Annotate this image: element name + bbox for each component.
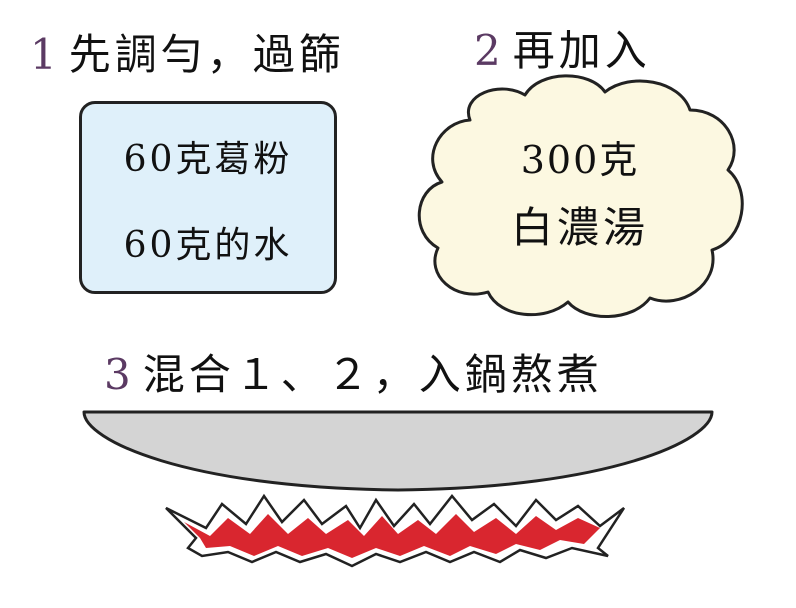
cloud-shape <box>417 74 744 318</box>
step-1-number: 1 <box>30 30 61 79</box>
step-2-number: 2 <box>474 26 505 75</box>
fire-icon <box>165 493 626 568</box>
ingredient-starch: 60克葛粉 <box>123 139 293 180</box>
ingredient-water: 60克的水 <box>123 225 293 266</box>
cloud-ingredient: 白濃湯 <box>510 203 649 252</box>
step-3-number: 3 <box>104 350 135 399</box>
step-1-text: 先調勻，過篩 <box>68 30 345 79</box>
cloud-amount: 300克 <box>520 138 640 182</box>
step-3-text: 混合１、２，入鍋熬煮 <box>142 350 603 399</box>
flame-outline <box>165 493 626 568</box>
ingredient-box: 60克葛粉 60克的水 <box>79 101 337 294</box>
flame-fill <box>184 514 600 558</box>
pot-shape <box>82 410 714 492</box>
step-2-text: 再加入 <box>512 26 651 75</box>
